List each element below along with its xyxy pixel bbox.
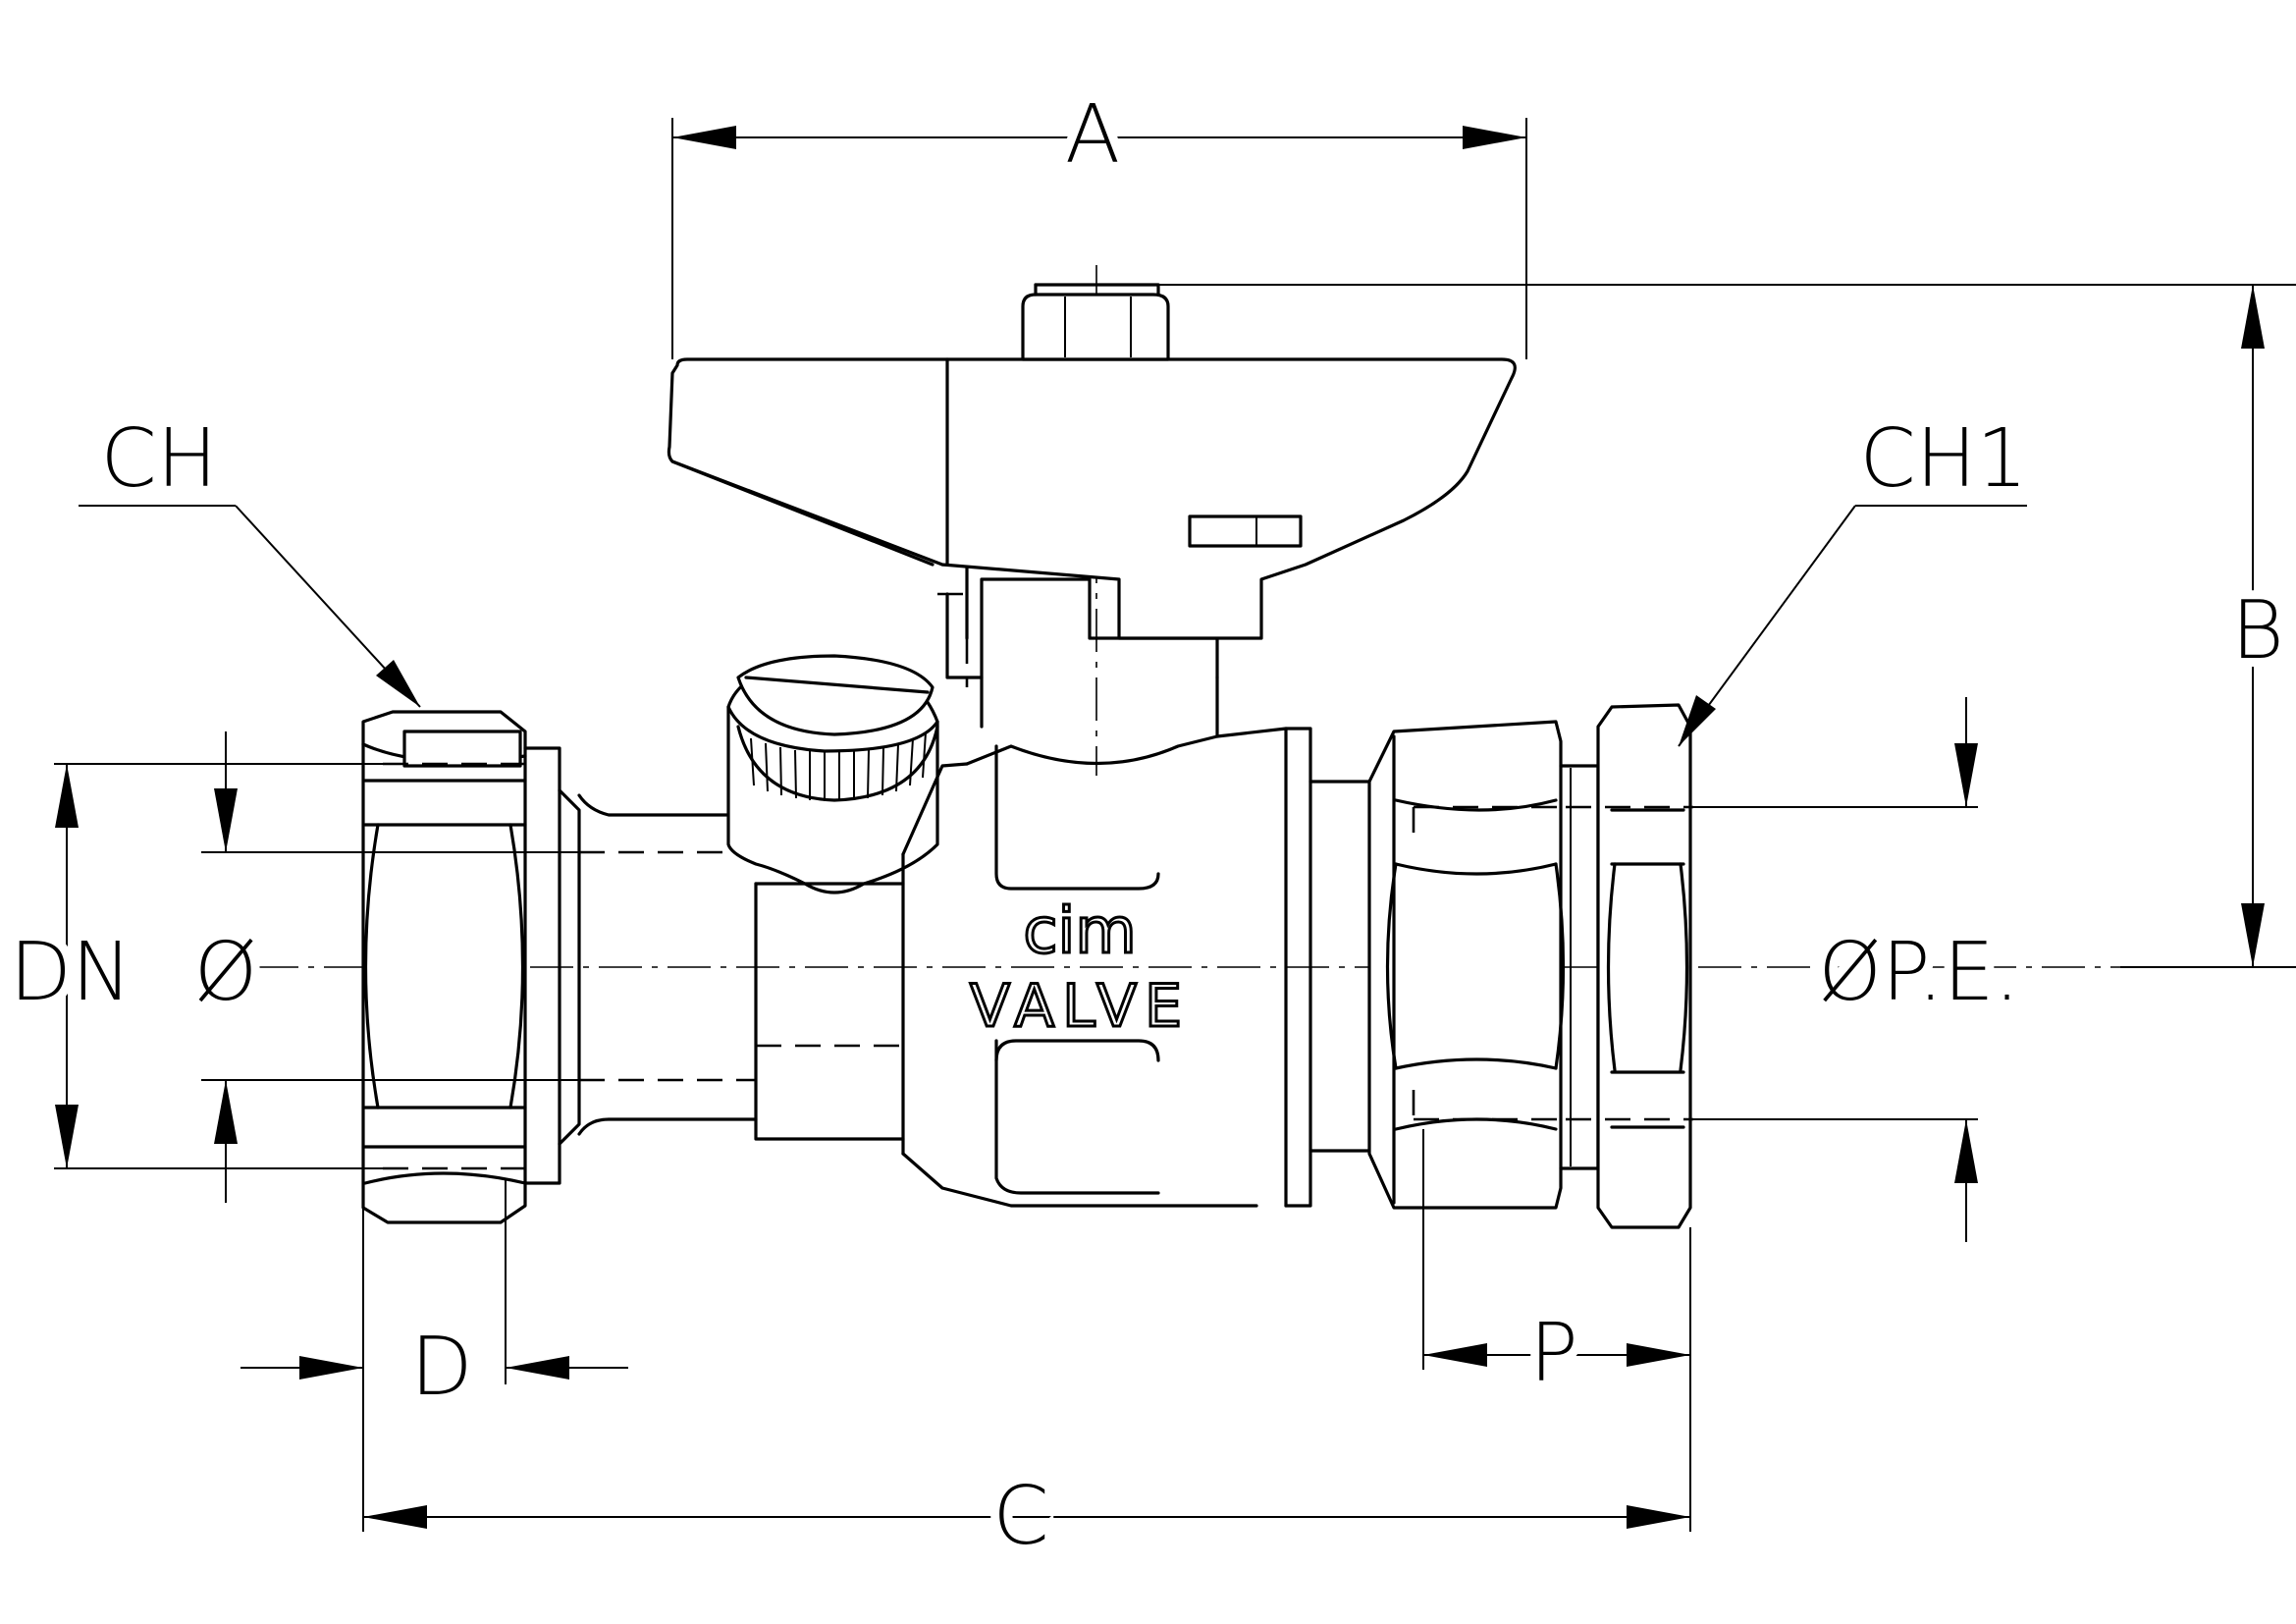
label-CH1: CH1 [1859,412,2027,506]
drain-cap [726,654,939,894]
dimension-B: B [1158,284,2296,968]
end-nut [1566,703,1693,1229]
top-hex-nut [1021,283,1170,361]
dimension-D: D [240,1178,628,1423]
dimension-diameter: Ø [186,731,579,1203]
dimension-diameter-pe: ØP.E. [1693,697,2029,1242]
left-tailpiece [577,793,758,1136]
valve-body: cim VALVE [754,727,1312,1208]
label-B: B [2231,584,2284,677]
label-diameter: Ø [194,926,258,1019]
valve-text: VALVE [970,972,1190,1041]
right-tailpiece [1308,780,1371,1153]
dimension-DN: DN [1,763,388,1169]
label-A: A [1065,88,1120,182]
label-DN: DN [10,926,132,1019]
label-CH: CH [101,412,218,506]
dimension-C: C [362,1208,1691,1572]
dimension-A: A [671,80,1527,359]
label-D: D [410,1321,472,1414]
brand-mark: cim [1023,895,1136,968]
left-union-nut [361,710,581,1224]
right-compression-nut [1367,720,1566,1210]
dimension-P: P [1422,1129,1690,1409]
label-diameter-pe: ØP.E. [1818,926,2019,1019]
leader-CH1: CH1 [1678,404,2037,747]
label-C: C [992,1470,1048,1563]
leader-CH: CH [79,404,421,708]
butterfly-handle [667,357,1517,640]
label-P: P [1529,1307,1577,1400]
